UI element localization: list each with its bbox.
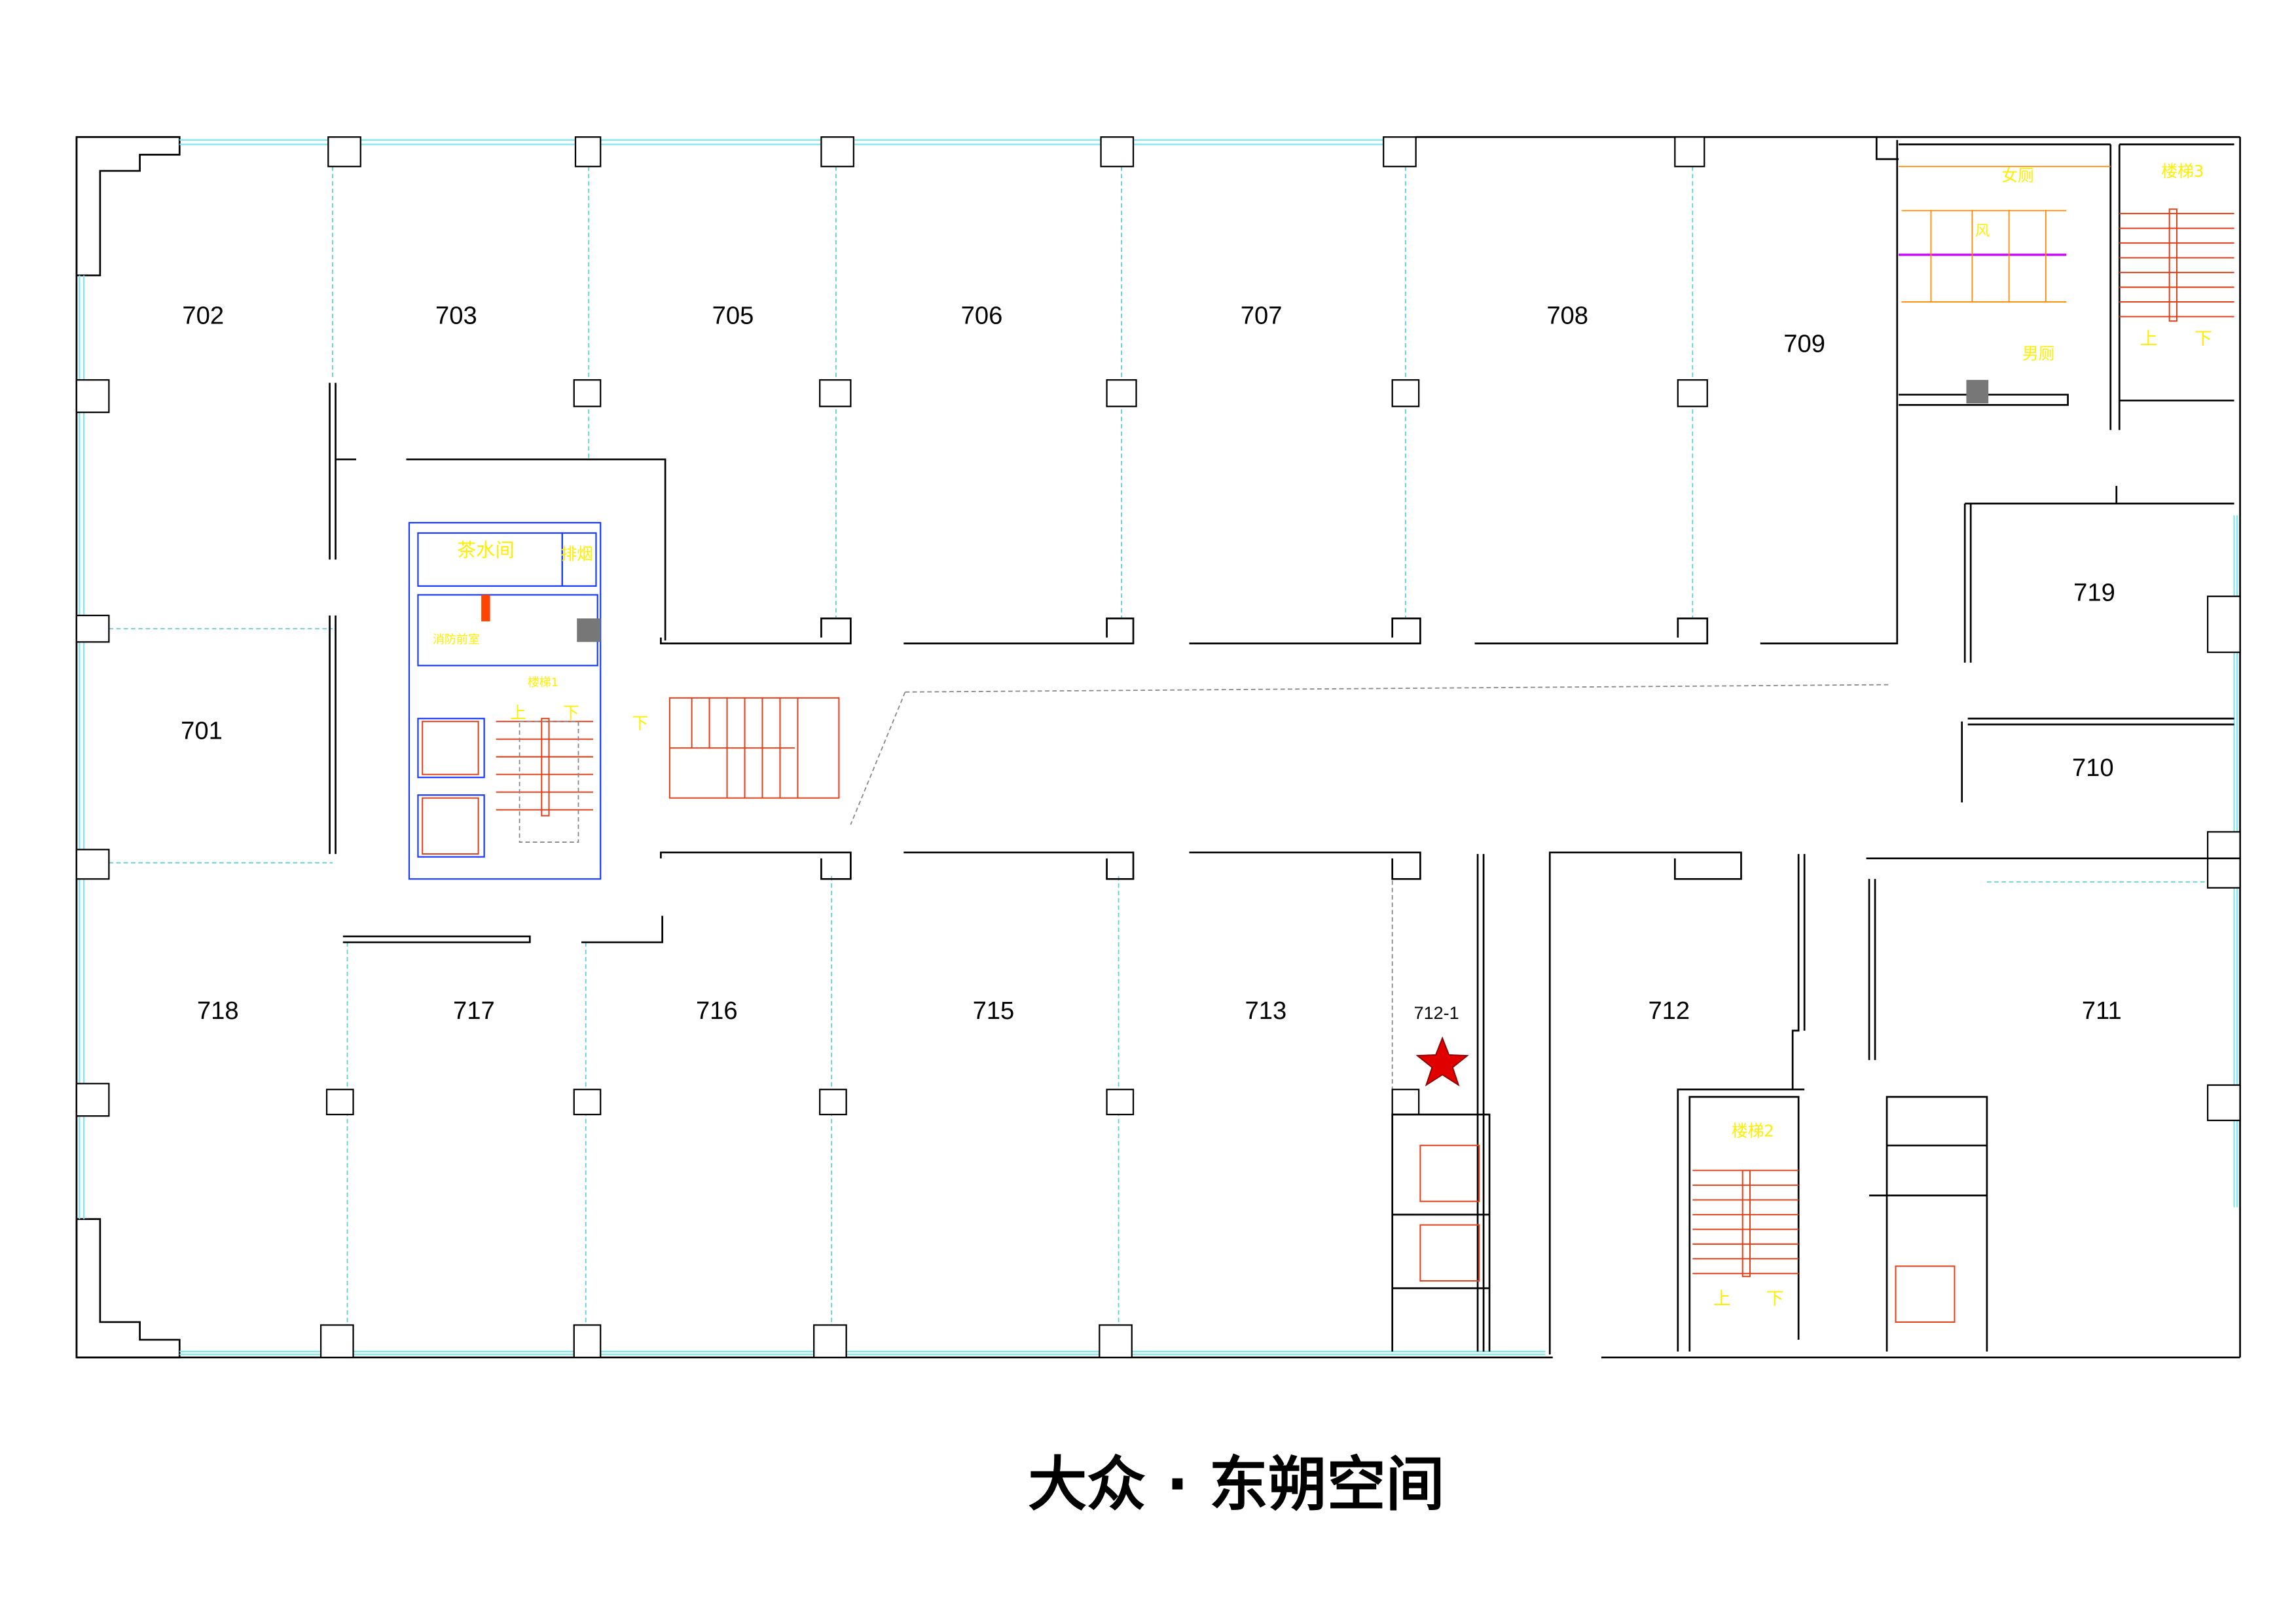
- room-706[interactable]: 706: [961, 302, 1003, 330]
- room-712-1[interactable]: 712-1: [1414, 1003, 1459, 1023]
- mens-toilet-label: 男厕: [2022, 344, 2054, 363]
- stair2-down: 下: [1766, 1289, 1784, 1309]
- stair3-label: 楼梯3: [2161, 162, 2204, 181]
- stair1-up: 上: [510, 703, 526, 722]
- room-703[interactable]: 703: [435, 302, 477, 330]
- room-701[interactable]: 701: [181, 717, 223, 745]
- corridor-walls: [329, 139, 2240, 1355]
- core-top-right: [1899, 143, 2234, 406]
- room-715[interactable]: 715: [973, 997, 1015, 1025]
- room-716[interactable]: 716: [696, 997, 738, 1025]
- room-717[interactable]: 717: [453, 997, 495, 1025]
- stair2-label: 楼梯2: [1732, 1122, 1774, 1141]
- windows: [79, 139, 2238, 1356]
- room-707[interactable]: 707: [1241, 302, 1283, 330]
- room-718[interactable]: 718: [197, 997, 239, 1025]
- page-title: 大众 · 东朔空间: [1028, 1451, 1444, 1519]
- stair1-label: 楼梯1: [528, 676, 558, 690]
- room-705[interactable]: 705: [712, 302, 754, 330]
- core-left: [408, 522, 602, 880]
- location-star-icon: [1415, 1036, 1469, 1087]
- tea-room-label: 茶水间: [457, 539, 515, 561]
- room-labels: 701 702 703 705 706 707 708 709 719 710 …: [181, 302, 2122, 1025]
- room-709[interactable]: 709: [1783, 329, 1825, 358]
- core-bottom-right: [1391, 1088, 1988, 1352]
- facility-labels: 茶水间 排烟 消防前室 楼梯1 上 下 下 女厕 风 男厕 楼梯3 上 下 楼梯…: [433, 162, 2212, 1309]
- corridor-stair-down: 下: [632, 714, 649, 733]
- room-711[interactable]: 711: [2082, 997, 2122, 1025]
- stair3-down: 下: [2195, 329, 2212, 349]
- columns: [75, 136, 2241, 1359]
- outer-walls: [75, 136, 2241, 1359]
- stair2-up: 上: [1713, 1289, 1731, 1309]
- womens-toilet-label: 女厕: [2001, 166, 2033, 185]
- stair-left-corridor: [668, 697, 840, 799]
- room-710[interactable]: 710: [2072, 754, 2114, 782]
- partitions: [109, 166, 2208, 1325]
- room-713[interactable]: 713: [1245, 997, 1286, 1025]
- room-712[interactable]: 712: [1648, 997, 1690, 1025]
- stair1-down: 下: [563, 703, 579, 722]
- fire-lobby-label: 消防前室: [433, 633, 480, 647]
- shaft-label: 风: [1975, 223, 1990, 240]
- stair3-up: 上: [2140, 329, 2158, 349]
- smoke-exhaust-label: 排烟: [561, 544, 593, 563]
- room-719[interactable]: 719: [2073, 578, 2115, 606]
- room-708[interactable]: 708: [1546, 302, 1588, 330]
- room-702[interactable]: 702: [182, 302, 224, 330]
